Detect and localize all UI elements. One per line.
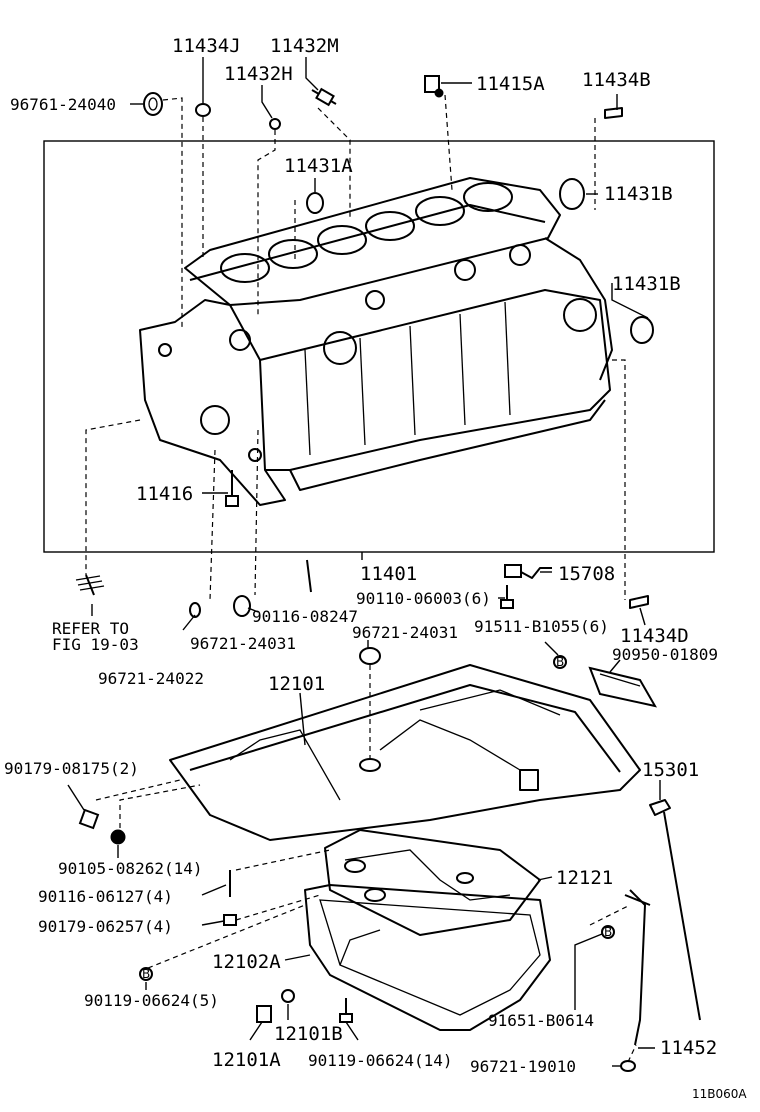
plug-11431A[interactable] [306,192,324,214]
cylinder-block-group-frame [43,140,715,553]
dipstick-guide-11452[interactable] [624,889,651,1046]
gasket-96761-24040[interactable] [143,92,163,116]
svg-text:B: B [142,967,150,981]
label-96761-24040: 96761-24040 [10,95,116,114]
bolt-11416[interactable] [225,470,239,507]
assembly-dash-lines [85,94,637,1063]
label-90119-06624-14: 90119-06624(14) [308,1051,453,1070]
bolt-90110-06003[interactable] [500,585,514,609]
label-11434D: 11434D [620,625,689,647]
pin-11434D[interactable] [629,595,649,609]
label-12101B: 12101B [274,1023,343,1045]
plug-11434J[interactable] [195,103,211,117]
label-refer-line1: REFER TO [52,619,129,638]
label-11434J: 11434J [172,35,241,57]
gasket-12101B[interactable] [281,989,295,1003]
baffle-plate-12121[interactable] [324,829,541,936]
label-90119-06624-5: 90119-06624(5) [84,991,219,1010]
label-11401: 11401 [360,563,417,585]
nut-91511-B1055[interactable]: B [553,655,567,669]
label-15301: 15301 [642,759,699,781]
sensor-15708[interactable] [504,564,552,579]
leader-lines [67,57,661,1067]
oil-pan-lower-12102A[interactable] [304,884,551,1031]
label-11432M: 11432M [270,35,339,57]
label-90105-08262: 90105-08262(14) [58,859,203,878]
label-11432H: 11432H [224,63,293,85]
label-12101: 12101 [268,673,325,695]
label-90179-08175: 90179-08175(2) [4,759,139,778]
pin-11434B[interactable] [604,107,623,119]
gasket-96721-24031-lower[interactable] [359,647,381,665]
cap-90950-01809[interactable] [588,666,657,708]
label-11431A: 11431A [284,155,353,177]
plug-12101A[interactable] [256,1005,272,1023]
label-12121: 12121 [556,867,613,889]
figure-code: 11B060A [692,1087,747,1101]
gasket-96721-24022[interactable] [189,602,201,618]
label-96721-24022: 96721-24022 [98,669,204,688]
label-11452: 11452 [660,1037,717,1059]
gasket-96721-24031-upper[interactable] [233,595,251,617]
label-12102A: 12102A [212,951,281,973]
label-91651-B0614: 91651-B0614 [488,1011,594,1030]
o-ring-96721-19010[interactable] [620,1060,636,1072]
plug-11415A[interactable] [424,75,444,98]
plug-11432H[interactable] [269,118,281,130]
label-91511-B1055: 91511-B1055(6) [474,617,609,636]
label-12101A: 12101A [212,1049,281,1071]
label-90110-06003: 90110-06003(6) [356,589,491,608]
bolt-91651-B0614[interactable]: B [601,925,615,939]
union-11432M[interactable] [311,87,337,107]
plug-90105-08262[interactable] [110,829,126,845]
label-11431B-top: 11431B [604,183,673,205]
dipstick-15301[interactable] [649,799,701,1021]
svg-text:B: B [604,925,612,939]
label-96721-19010: 96721-19010 [470,1057,576,1076]
bolt-90119-06624-14[interactable] [339,998,353,1023]
plug-11431B-top[interactable] [559,178,585,210]
label-90116-08247: 90116-08247 [252,607,358,626]
label-11416: 11416 [136,483,193,505]
label-96721-24031-a: 96721-24031 [352,623,458,642]
stud-refer-fig-19-03[interactable] [75,574,105,596]
cylinder-block[interactable] [139,177,613,506]
nut-90179-06257[interactable] [223,914,237,926]
plug-11431B-right[interactable] [630,316,654,344]
oil-pan-upper-12101[interactable] [169,664,641,841]
label-11431B-right: 11431B [612,273,681,295]
label-90179-06257: 90179-06257(4) [38,917,173,936]
svg-text:B: B [556,655,564,669]
label-refer-line2: FIG 19-03 [52,635,139,654]
label-11434B: 11434B [582,69,651,91]
label-90950-01809: 90950-01809 [612,645,718,664]
bolt-90179-08175[interactable] [78,808,100,830]
washer-90119-06624-5[interactable]: B [139,967,153,981]
stud-right[interactable] [306,559,312,593]
label-96721-24031-b: 96721-24031 [190,634,296,653]
label-15708: 15708 [558,563,615,585]
label-90116-06127: 90116-06127(4) [38,887,173,906]
label-11415A: 11415A [476,73,545,95]
